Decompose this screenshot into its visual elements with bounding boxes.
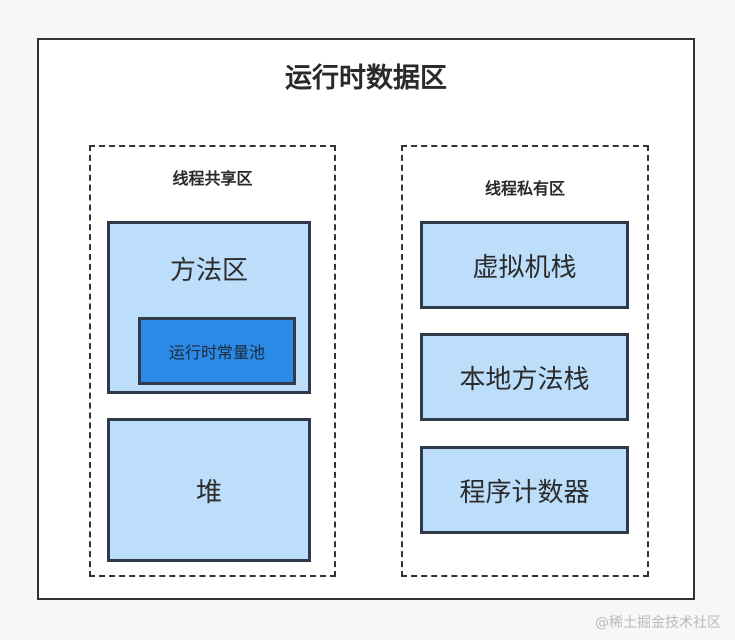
runtime-constant-pool-label: 运行时常量池 — [168, 343, 265, 362]
heap-label: 堆 — [195, 477, 222, 508]
native-method-stack-label: 本地方法栈 — [459, 364, 590, 395]
watermark: @稀土掘金技术社区 — [595, 615, 721, 631]
vm-stack-label: 虚拟机栈 — [472, 252, 577, 283]
diagram-title: 运行时数据区 — [285, 63, 447, 94]
native-method-stack-box: 本地方法栈 — [420, 333, 629, 421]
runtime-constant-pool-box: 运行时常量池 — [138, 317, 296, 385]
vm-stack-box: 虚拟机栈 — [420, 221, 629, 309]
thread-private-region-title: 线程私有区 — [484, 179, 565, 198]
thread-shared-region: 线程共享区 — [89, 145, 336, 577]
thread-shared-region-title: 线程共享区 — [172, 169, 253, 188]
heap-box: 堆 — [107, 418, 311, 562]
method-area-label: 方法区 — [169, 256, 248, 286]
thread-private-region: 线程私有区 — [401, 145, 649, 577]
program-counter-label: 程序计数器 — [459, 477, 590, 508]
program-counter-box: 程序计数器 — [420, 446, 629, 534]
